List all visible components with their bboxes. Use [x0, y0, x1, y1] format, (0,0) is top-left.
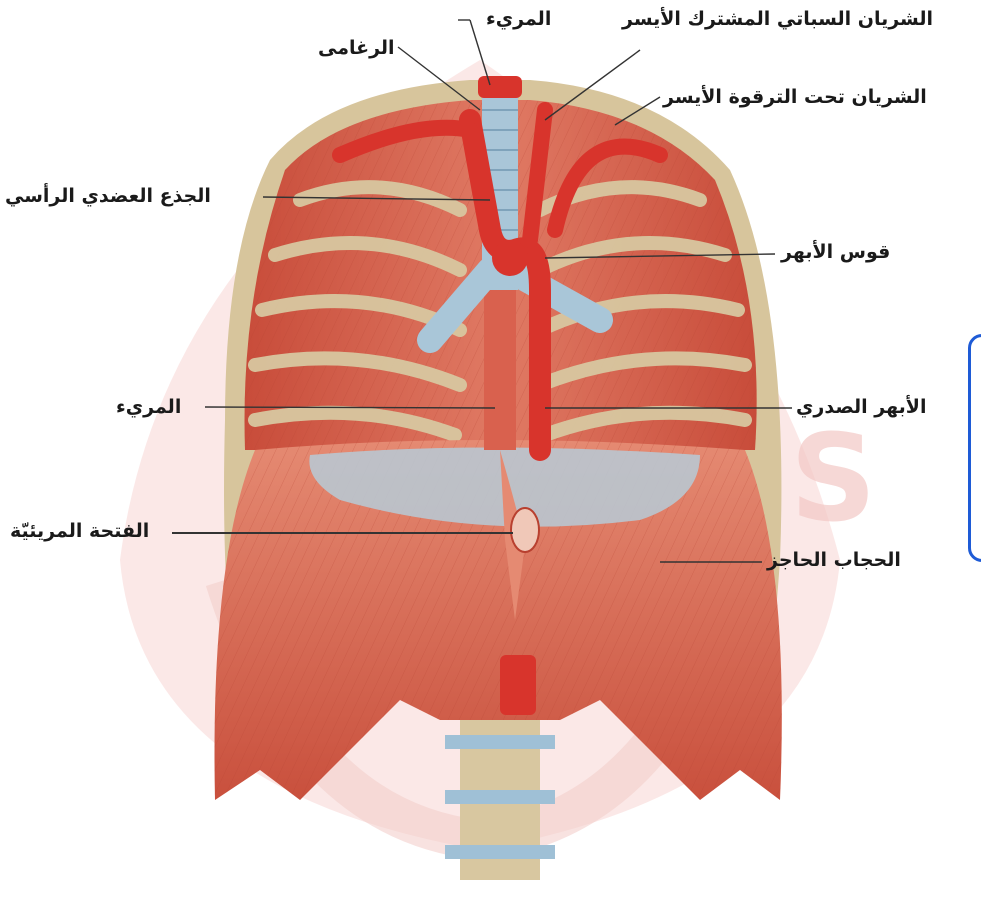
leader-left-common-carotid	[545, 50, 640, 120]
label-left-subclavian: الشريان تحت الترقوة الأيسر	[663, 86, 927, 108]
label-diaphragm: الحجاب الحاجز	[767, 549, 901, 571]
label-esophagus-top: المريء	[486, 8, 551, 30]
label-aortic-arch: قوس الأبهر	[781, 241, 890, 263]
label-brachiocephalic-trunk: الجذع العضدي الرأسي	[5, 185, 211, 207]
label-esophageal-hiatus: الفتحة المريئيّة	[10, 520, 149, 542]
leader-esophagus-mid	[205, 407, 495, 408]
leader-left-subclavian	[615, 97, 660, 125]
side-panel-tab[interactable]	[968, 334, 981, 562]
label-trachea: الرغامى	[318, 37, 395, 59]
label-thoracic-aorta: الأبهر الصدري	[796, 396, 926, 418]
label-esophagus-mid: المريء	[116, 396, 181, 418]
leader-brachiocephalic	[263, 197, 490, 200]
label-left-common-carotid: الشريان السباتي المشترك الأيسر	[622, 8, 933, 30]
leader-trachea	[398, 47, 480, 110]
leader-aortic-arch	[545, 254, 775, 258]
